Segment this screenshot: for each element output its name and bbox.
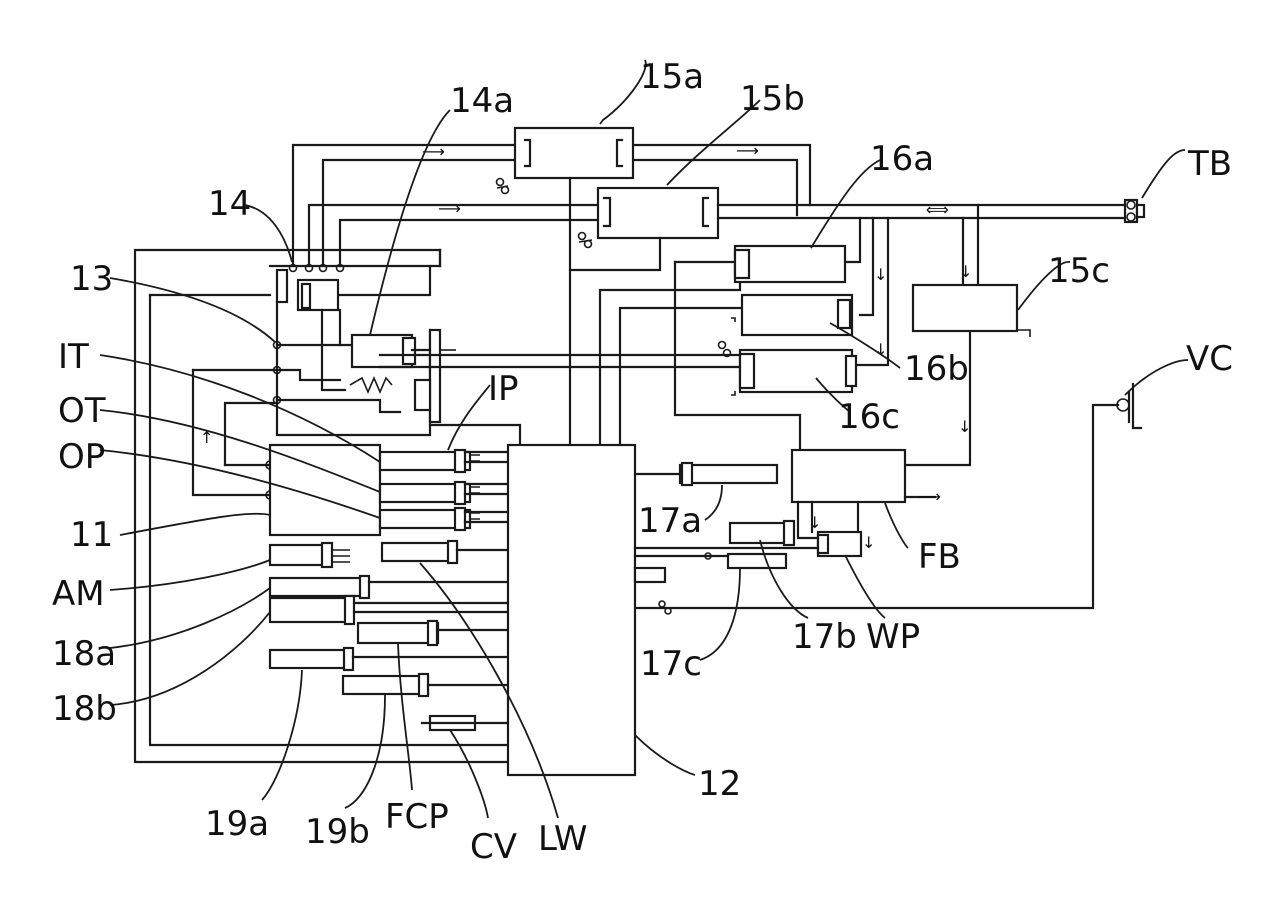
svg-text:⟶: ⟶ bbox=[736, 141, 759, 160]
component-11 bbox=[270, 445, 380, 535]
component-lw-box bbox=[382, 541, 457, 563]
svg-text:⟶: ⟶ bbox=[918, 487, 941, 506]
svg-text:⟶: ⟶ bbox=[438, 199, 461, 218]
component-15b bbox=[579, 188, 719, 248]
label-18a: 18a bbox=[52, 634, 116, 674]
component-19a bbox=[270, 648, 353, 670]
controller-12 bbox=[508, 445, 635, 775]
component-17a bbox=[635, 463, 777, 485]
label-19b: 19b bbox=[305, 812, 370, 852]
label-13: 13 bbox=[70, 259, 113, 299]
label-17c: 17c bbox=[640, 644, 702, 684]
svg-text:↓: ↓ bbox=[862, 533, 875, 552]
label-tb: TB bbox=[1187, 144, 1232, 184]
label-17a: 17a bbox=[638, 501, 702, 541]
leader-lines bbox=[100, 60, 1188, 818]
svg-text:↓: ↓ bbox=[959, 262, 972, 281]
component-16c bbox=[731, 350, 856, 395]
component-fb bbox=[792, 450, 935, 502]
component-17c bbox=[635, 548, 818, 582]
label-vc: VC bbox=[1186, 339, 1233, 379]
component-14a bbox=[352, 330, 456, 422]
svg-text:↓: ↓ bbox=[874, 340, 887, 359]
label-ot: OT bbox=[58, 391, 106, 431]
label-it: IT bbox=[58, 337, 89, 377]
label-11: 11 bbox=[70, 515, 113, 555]
label-ip: IP bbox=[488, 369, 519, 409]
component-19b bbox=[343, 674, 428, 696]
label-17b: 17b bbox=[792, 617, 857, 657]
label-19a: 19a bbox=[205, 804, 269, 844]
component-15c bbox=[913, 285, 1030, 337]
component-fcp bbox=[358, 621, 438, 645]
component-am bbox=[270, 543, 350, 567]
svg-text:⟺: ⟺ bbox=[926, 200, 949, 219]
component-cv bbox=[422, 716, 508, 730]
label-op: OP bbox=[58, 437, 105, 477]
svg-text:↓: ↓ bbox=[874, 265, 887, 284]
label-lw: LW bbox=[538, 819, 587, 859]
component-15a bbox=[497, 128, 634, 194]
label-fcp: FCP bbox=[385, 797, 449, 837]
label-am: AM bbox=[52, 574, 105, 614]
component-16a bbox=[735, 246, 845, 282]
label-fb: FB bbox=[918, 537, 961, 577]
label-12: 12 bbox=[698, 764, 741, 804]
label-15c: 15c bbox=[1048, 251, 1110, 291]
svg-text:↓: ↓ bbox=[958, 417, 971, 436]
component-18b-upper bbox=[270, 596, 354, 624]
component-18a bbox=[270, 576, 369, 598]
label-14: 14 bbox=[208, 184, 251, 224]
label-16a: 16a bbox=[870, 139, 934, 179]
label-cv: CV bbox=[470, 827, 517, 867]
label-16c: 16c bbox=[838, 397, 900, 437]
label-18b: 18b bbox=[52, 689, 117, 729]
component-16b bbox=[719, 295, 853, 357]
svg-text:↓: ↓ bbox=[808, 513, 821, 532]
label-14a: 14a bbox=[450, 81, 514, 121]
connector-tb bbox=[1125, 200, 1144, 222]
label-16b: 16b bbox=[904, 349, 969, 389]
label-wp: WP bbox=[866, 617, 920, 657]
label-15b: 15b bbox=[740, 79, 805, 119]
component-17b bbox=[730, 521, 794, 545]
label-15a: 15a bbox=[640, 57, 704, 97]
